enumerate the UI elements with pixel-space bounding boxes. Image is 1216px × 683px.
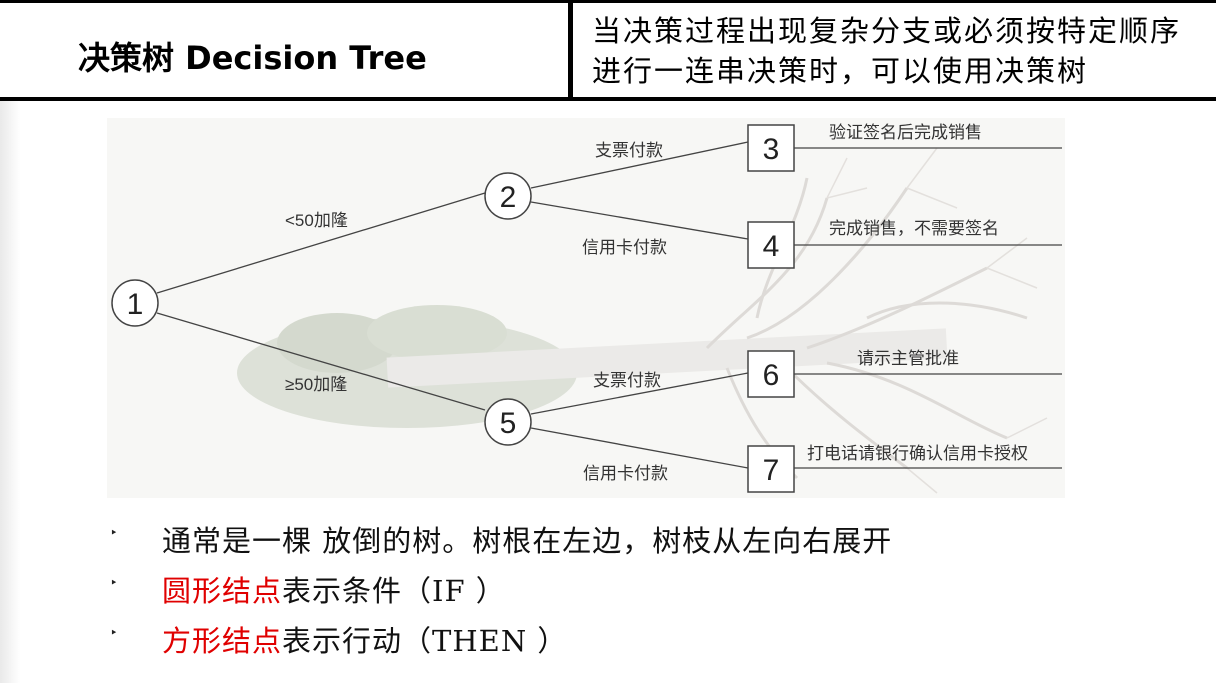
action-text-3: 验证签名后完成销售 xyxy=(829,123,982,142)
action-node-3: 3 xyxy=(747,124,795,172)
node-label: 1 xyxy=(127,288,144,321)
square-node-shape xyxy=(747,350,795,398)
circle-node-shape xyxy=(484,398,532,446)
header-divider xyxy=(568,3,573,97)
action-node-6: 6 xyxy=(747,350,795,398)
bullet-marker-icon: ‣ xyxy=(110,526,118,541)
bullet-text: 方形结点表示行动（THEN ） xyxy=(162,618,567,660)
tree-edges xyxy=(156,141,1062,469)
edge-label-card-5-7: 信用卡付款 xyxy=(583,464,668,483)
action-node-4: 4 xyxy=(747,221,795,269)
bullet-item: ‣ 方形结点表示行动（THEN ） xyxy=(110,618,1200,668)
circle-node-shape xyxy=(111,279,159,327)
square-node-shape xyxy=(747,124,795,172)
square-node-shape xyxy=(747,221,795,269)
bullet-text: 圆形结点表示条件（IF ） xyxy=(162,568,506,610)
action-node-7: 7 xyxy=(747,445,795,493)
slide-description: 当决策过程出现复杂分支或必须按特定顺序进行一连串决策时，可以使用决策树 xyxy=(592,14,1182,88)
slide-header: 决策树 Decision Tree 当决策过程出现复杂分支或必须按特定顺序进行一… xyxy=(0,0,1216,101)
left-edge-shade xyxy=(0,100,20,683)
edge-label-lt50: <50加隆 xyxy=(285,211,348,230)
bullet-item: ‣ 通常是一棵 放倒的树。树根在左边，树枝从左向右展开 xyxy=(110,518,1200,568)
square-node-shape xyxy=(747,445,795,493)
node-label: 2 xyxy=(500,181,517,214)
bullet-marker-icon: ‣ xyxy=(110,576,118,591)
circle-node-shape xyxy=(484,172,532,220)
node-label: 4 xyxy=(763,230,780,263)
bullet-text: 通常是一棵 放倒的树。树根在左边，树枝从左向右展开 xyxy=(162,524,893,558)
action-text-4: 完成销售，不需要签名 xyxy=(829,219,999,238)
bullet-list: ‣ 通常是一棵 放倒的树。树根在左边，树枝从左向右展开 ‣ 圆形结点表示条件（I… xyxy=(110,518,1200,668)
condition-node-2: 2 xyxy=(484,172,532,220)
bullet-item: ‣ 圆形结点表示条件（IF ） xyxy=(110,568,1200,618)
action-text-6: 请示主管批准 xyxy=(857,349,959,368)
edge-label-card-2-4: 信用卡付款 xyxy=(582,238,667,257)
node-label: 5 xyxy=(500,407,517,440)
condition-node-1: 1 xyxy=(111,279,159,327)
decision-tree-svg: 1 2 5 3 4 6 7 <50加隆 ≥50加隆 支票付款 xyxy=(111,123,1062,494)
highlight-square-node: 方形结点 xyxy=(162,624,283,658)
slide-title: 决策树 Decision Tree xyxy=(78,39,427,77)
node-label: 3 xyxy=(763,133,780,166)
edge-label-check-2-3: 支票付款 xyxy=(595,141,663,160)
action-text-7: 打电话请银行确认信用卡授权 xyxy=(807,444,1028,463)
edge-label-check-5-6: 支票付款 xyxy=(593,371,661,390)
bullet-marker-icon: ‣ xyxy=(110,626,118,641)
highlight-circle-node: 圆形结点 xyxy=(162,574,283,608)
fallen-tree-illustration xyxy=(237,147,1048,494)
node-label: 7 xyxy=(763,454,780,487)
decision-tree-diagram: 1 2 5 3 4 6 7 <50加隆 ≥50加隆 支票付款 xyxy=(107,118,1065,498)
bullet-text-rest: 表示行动（THEN ） xyxy=(282,624,568,658)
condition-node-5: 5 xyxy=(484,398,532,446)
bullet-text-rest: 表示条件（IF ） xyxy=(282,574,506,608)
edge-label-ge50: ≥50加隆 xyxy=(285,375,347,394)
node-label: 6 xyxy=(763,359,780,392)
